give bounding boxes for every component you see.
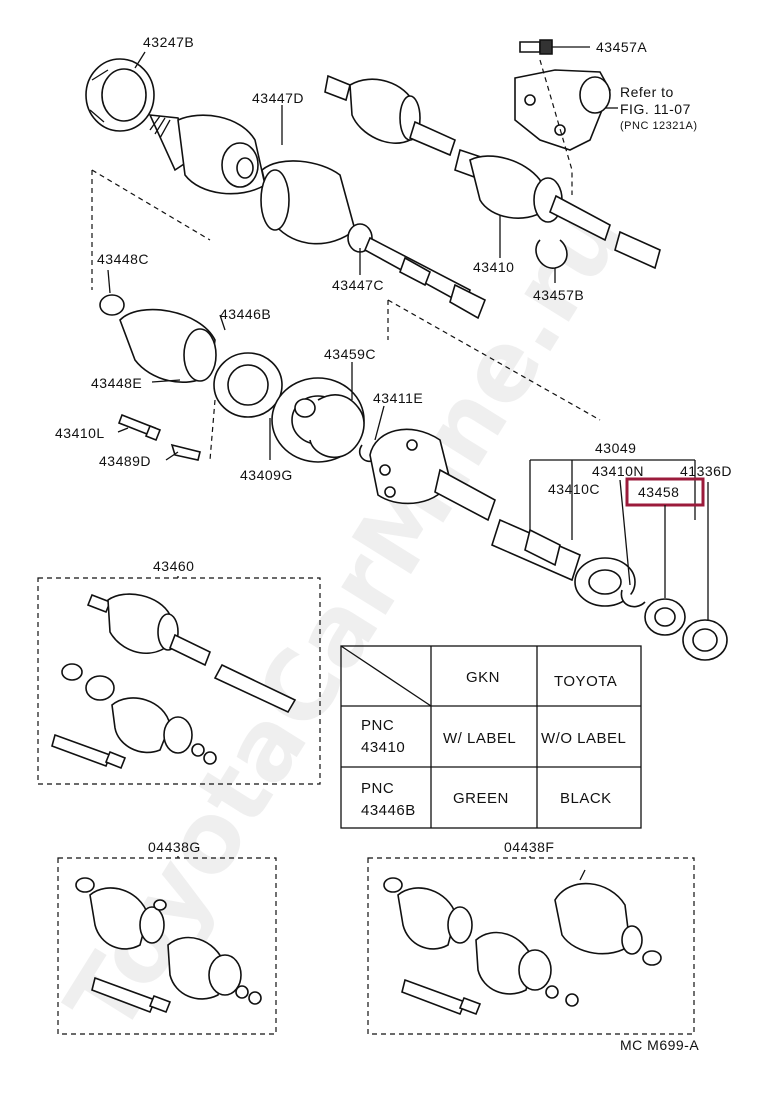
label-43049[interactable]: 43049: [595, 440, 636, 456]
label-43458[interactable]: 43458: [638, 484, 679, 500]
table-row2-num: 43446B: [361, 802, 416, 819]
ring-43247B: [85, 58, 155, 132]
clip-43489D: [170, 443, 201, 461]
kit-box-04438G: [57, 857, 277, 1035]
boot-43446B: [119, 308, 217, 383]
seal-41336D: [682, 619, 728, 661]
label-41336D[interactable]: 41336D: [680, 463, 732, 479]
label-43410-top[interactable]: 43410: [473, 259, 514, 275]
bolt-43410L: [117, 413, 162, 442]
label-43410N[interactable]: 43410N: [592, 463, 644, 479]
flange-shaft: [369, 428, 496, 522]
bearing-bracket: [514, 69, 611, 151]
label-43457A[interactable]: 43457A: [596, 39, 647, 55]
kit-04438F-parts: [383, 869, 662, 1016]
outer-cv-joint-assembly: [148, 114, 487, 320]
dashed-guide-1: [91, 169, 211, 241]
label-43447C[interactable]: 43447C: [332, 277, 384, 293]
label-43448C[interactable]: 43448C: [97, 251, 149, 267]
tripod-43459C: [309, 394, 365, 459]
table-row1-gkn: W/ LABEL: [443, 730, 516, 747]
table-row1-num: 43410: [361, 739, 405, 756]
table-header-toyota: TOYOTA: [554, 673, 617, 690]
figure-code: MC M699-A: [620, 1037, 699, 1053]
label-43411E[interactable]: 43411E: [373, 390, 423, 406]
refer-to-line1[interactable]: Refer to: [620, 84, 674, 100]
label-43489D[interactable]: 43489D: [99, 453, 151, 469]
refer-to-line2[interactable]: FIG. 11-07: [620, 101, 691, 117]
snap-ring-43410N: [620, 589, 646, 608]
table-row2-gkn: GREEN: [453, 790, 509, 807]
label-04438G[interactable]: 04438G: [148, 839, 201, 855]
dashed-guide-bracket: [539, 59, 573, 195]
seal-43458: [644, 598, 686, 636]
variant-table: [340, 645, 642, 829]
table-row2-pnc: PNC: [361, 780, 394, 797]
table-row2-toyota: BLACK: [560, 790, 612, 807]
label-43459C[interactable]: 43459C: [324, 346, 376, 362]
table-header-gkn: GKN: [466, 669, 500, 686]
label-04438F[interactable]: 04438F: [504, 839, 554, 855]
label-43410C[interactable]: 43410C: [548, 481, 600, 497]
bracket-43049: [529, 459, 696, 530]
kit-box-04438F: [367, 857, 695, 1035]
label-43457B[interactable]: 43457B: [533, 287, 584, 303]
refer-to-line3[interactable]: (PNC 12321A): [620, 120, 698, 132]
kit-43460-parts: [51, 593, 297, 770]
bolt-43457A: [519, 39, 553, 55]
clamp-43448C: [99, 294, 125, 316]
table-row1-toyota: W/O LABEL: [541, 730, 626, 747]
label-43446B[interactable]: 43446B: [220, 306, 271, 322]
label-43247B[interactable]: 43247B: [143, 34, 194, 50]
label-43460[interactable]: 43460: [153, 558, 194, 574]
label-43409G[interactable]: 43409G: [240, 467, 293, 483]
inner-shaft-43410: [324, 74, 661, 270]
label-43448E[interactable]: 43448E: [91, 375, 142, 391]
label-43447D[interactable]: 43447D: [252, 90, 304, 106]
shaft-43049: [491, 518, 636, 607]
kit-04438G-parts: [75, 877, 262, 1014]
dashed-guide-3: [387, 299, 601, 421]
label-43410L[interactable]: 43410L: [55, 425, 105, 441]
table-row1-pnc: PNC: [361, 717, 394, 734]
kit-box-43460: [37, 577, 321, 785]
dashed-guide-5: [209, 399, 216, 461]
